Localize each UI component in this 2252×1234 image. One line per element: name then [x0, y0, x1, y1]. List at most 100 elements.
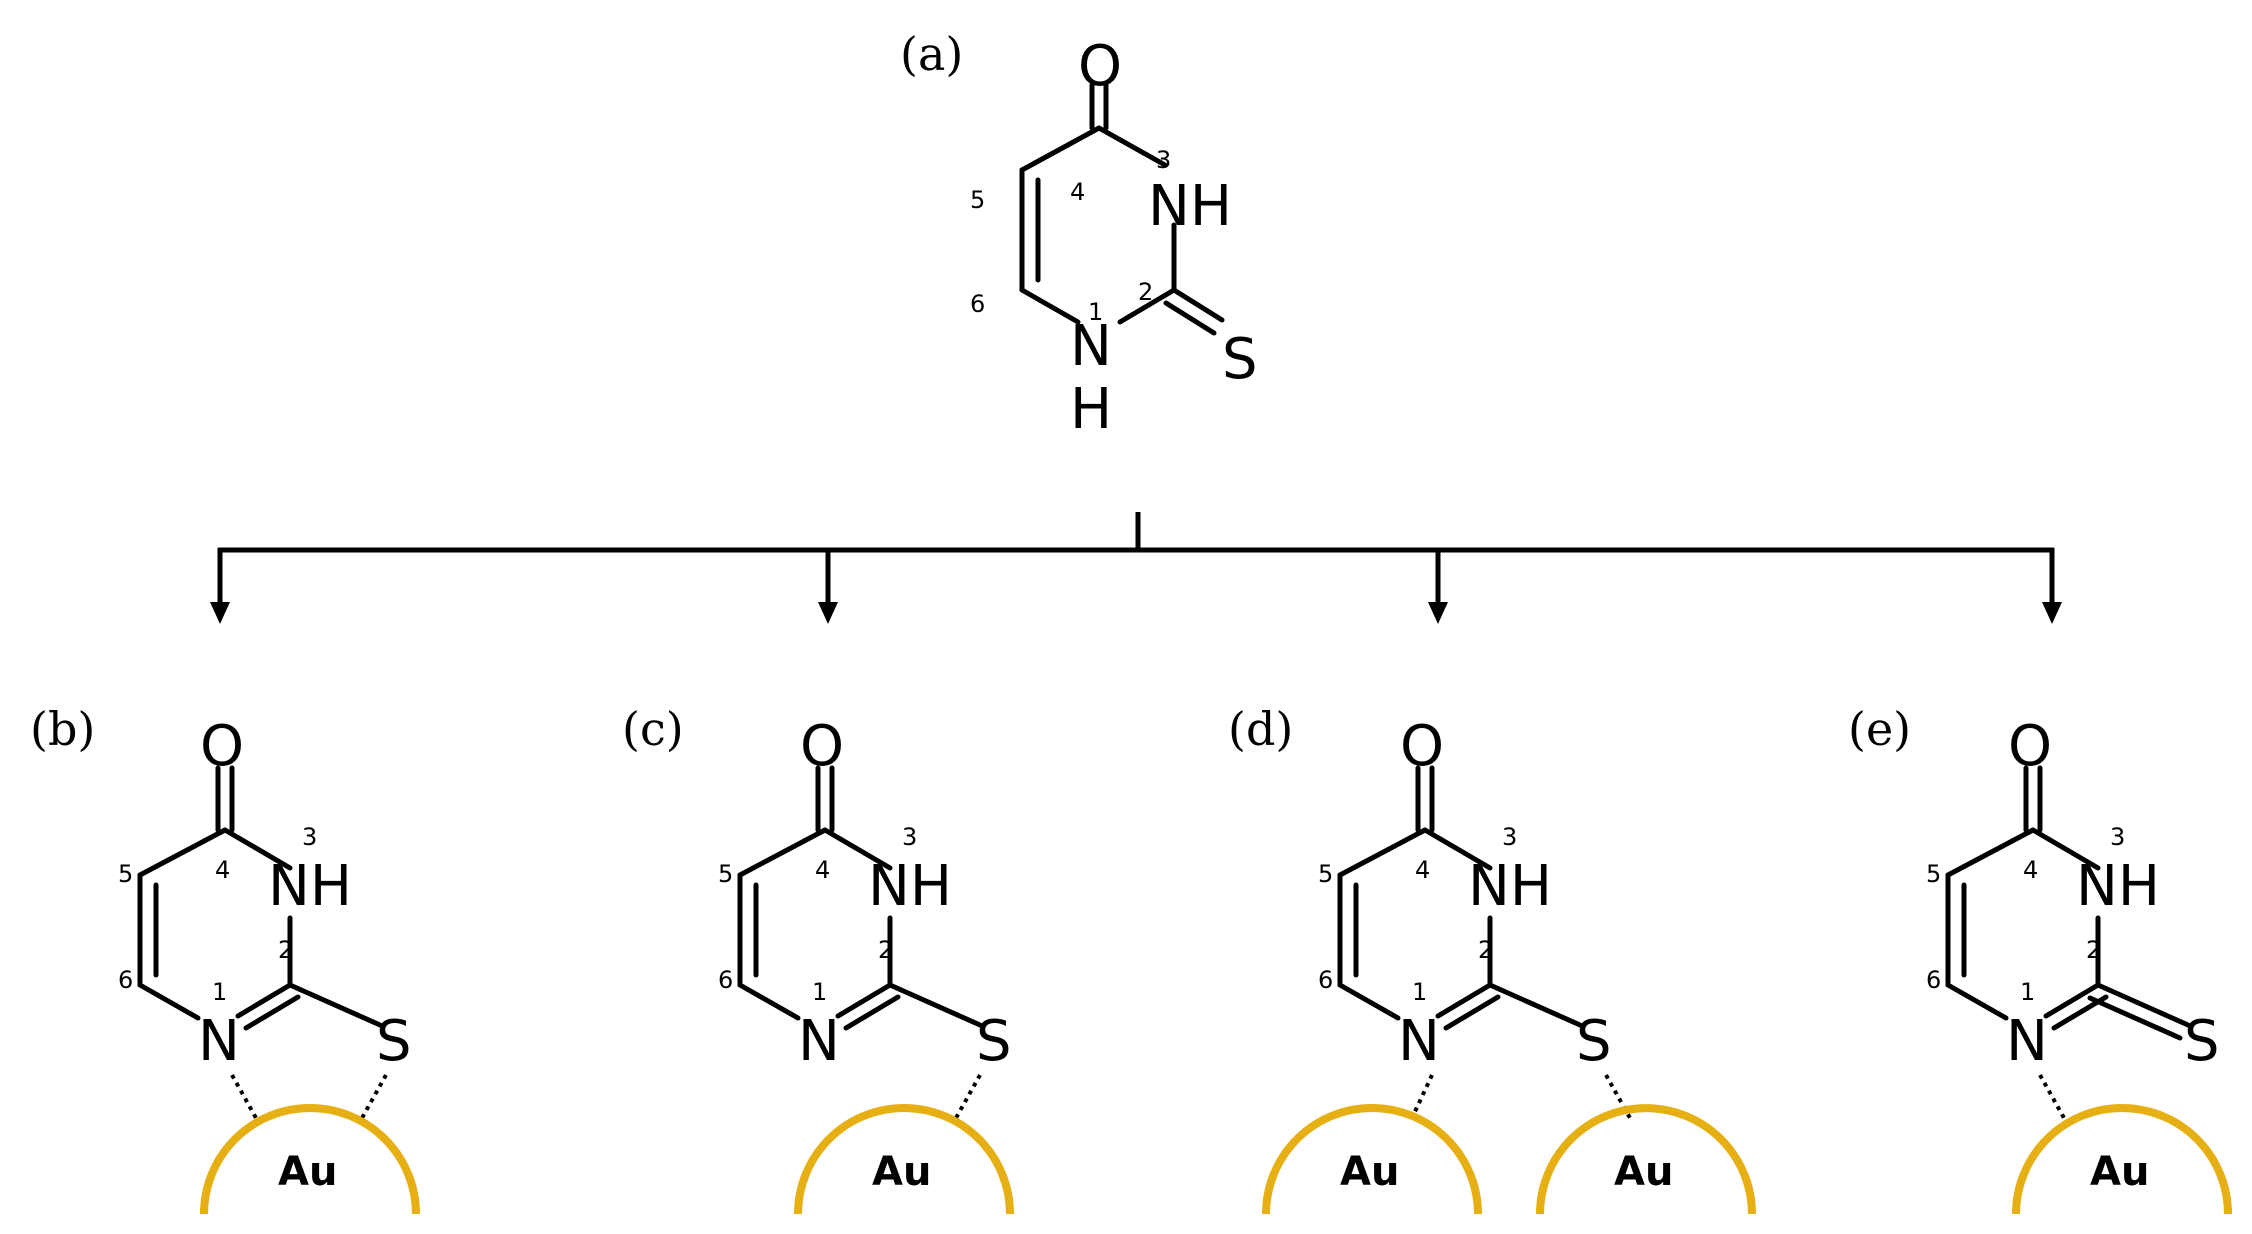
bond-n1-c2-double [243, 994, 301, 1031]
arrowhead-b [210, 602, 230, 624]
gold-label: Au [278, 1149, 337, 1195]
ring-number-3: 3 [1156, 146, 1171, 174]
bond-n1-c2-double [1443, 994, 1501, 1031]
bond-c6-n1 [1337, 982, 1401, 1021]
bond-c4-c5 [137, 827, 228, 878]
ring-number-3: 3 [902, 823, 917, 851]
au-n-contact [230, 1074, 258, 1119]
ring-number-3: 3 [1502, 823, 1517, 851]
bond-c2-s [1171, 287, 1225, 323]
panel-label-e: (e) [1848, 702, 1911, 756]
au-n-contact [2038, 1074, 2066, 1119]
arrowhead-c [818, 602, 838, 624]
atom-o: O [2008, 714, 2052, 779]
arrowhead-e [2042, 602, 2062, 624]
bond-c2-s [887, 982, 983, 1028]
gold-label-n: Au [1340, 1149, 1399, 1195]
ring-number-2: 2 [278, 936, 293, 964]
atom-s: S [1222, 327, 1258, 392]
bond-n1-c2 [835, 982, 893, 1019]
gold-nanoparticle [794, 1104, 1014, 1215]
ring-number-2: 2 [1478, 936, 1493, 964]
bond-c2-s [287, 982, 383, 1028]
gold-label: Au [872, 1149, 931, 1195]
bond-c4-n3 [822, 827, 893, 871]
branch-arrows [210, 512, 2062, 624]
atom-nh3: NH [268, 854, 352, 919]
atom-o: O [1400, 714, 1444, 779]
ring-number-4: 4 [2023, 856, 2038, 884]
ring-number-4: 4 [1415, 856, 1430, 884]
bond-n1-c2-double [843, 994, 901, 1031]
atom-n1: N [2006, 1009, 2048, 1074]
arrowhead-d [1428, 602, 1448, 624]
ring-number-3: 3 [2110, 823, 2125, 851]
ring-number-1: 1 [212, 978, 227, 1006]
bond-c2-s-double [1163, 300, 1217, 336]
ring-number-5: 5 [1318, 860, 1333, 888]
ring-number-6: 6 [118, 966, 133, 994]
atom-s: S [376, 1009, 412, 1074]
bond-c6-n1 [1019, 287, 1081, 325]
ring-number-3: 3 [302, 823, 317, 851]
au-s-contact [360, 1074, 388, 1119]
bond-c4-c5 [737, 827, 828, 878]
ring-number-1: 1 [2020, 978, 2035, 1006]
atom-n1: N [798, 1009, 840, 1074]
ring-number-6: 6 [718, 966, 733, 994]
atom-s: S [2184, 1009, 2220, 1074]
ring-number-2: 2 [878, 936, 893, 964]
atom-nh3: NH [1468, 854, 1552, 919]
ring-number-5: 5 [718, 860, 733, 888]
panel-label-b: (b) [30, 702, 95, 756]
bond-c4-n3 [222, 827, 293, 871]
bond-n1-c2 [2043, 982, 2101, 1019]
bond-c2-s [2095, 982, 2191, 1028]
bond-c6-n1 [137, 982, 201, 1021]
panel-label-c: (c) [622, 702, 684, 756]
panel-label-a: (a) [900, 27, 963, 81]
bond-c4-c5 [1945, 827, 2036, 878]
atom-s: S [1576, 1009, 1612, 1074]
au-s-contact [954, 1074, 982, 1119]
bond-n1-c2 [1435, 982, 1493, 1019]
atom-n1: N [1070, 314, 1112, 379]
bond-c6-n1 [737, 982, 801, 1021]
ring-number-5: 5 [118, 860, 133, 888]
bond-c4-c5 [1337, 827, 1428, 878]
ring-number-4: 4 [815, 856, 830, 884]
atom-n1: N [198, 1009, 240, 1074]
ring-number-4: 4 [215, 856, 230, 884]
gold-nanoparticle-s [1536, 1104, 1756, 1215]
ring-number-5: 5 [1926, 860, 1941, 888]
gold-nanoparticle-n [1262, 1104, 1482, 1215]
ring-number-5: 5 [970, 186, 985, 214]
atom-o: O [1078, 34, 1122, 99]
panel-b: (b) O NH N S 1 2 3 4 5 6 Au [30, 702, 420, 1215]
bond-n1-c2 [1117, 287, 1177, 325]
atom-nh3: NH [2076, 854, 2160, 919]
bond-c4-n3 [1096, 125, 1168, 168]
gold-label-s: Au [1614, 1149, 1673, 1195]
ring-number-2: 2 [1138, 278, 1153, 306]
atom-o: O [200, 714, 244, 779]
ring-number-2: 2 [2086, 936, 2101, 964]
panel-a: (a) O NH N H S 1 2 3 4 5 6 [900, 27, 1258, 442]
atom-h1: H [1070, 377, 1112, 442]
bond-c4-c5 [1019, 125, 1102, 173]
gold-nanoparticle [200, 1104, 420, 1215]
ring-number-1: 1 [812, 978, 827, 1006]
bond-n1-c2 [235, 982, 293, 1019]
atom-s: S [976, 1009, 1012, 1074]
ring-number-6: 6 [1926, 966, 1941, 994]
ring-number-6: 6 [1318, 966, 1333, 994]
panel-e: (e) O NH N S 1 2 3 4 5 6 Au [1848, 702, 2232, 1215]
bond-c4-n3 [1422, 827, 1493, 871]
ring-number-1: 1 [1412, 978, 1427, 1006]
atom-nh3: NH [1148, 174, 1232, 239]
panel-label-d: (d) [1228, 702, 1293, 756]
bond-c2-s [1487, 982, 1583, 1028]
atom-nh3: NH [868, 854, 952, 919]
atom-n1: N [1398, 1009, 1440, 1074]
